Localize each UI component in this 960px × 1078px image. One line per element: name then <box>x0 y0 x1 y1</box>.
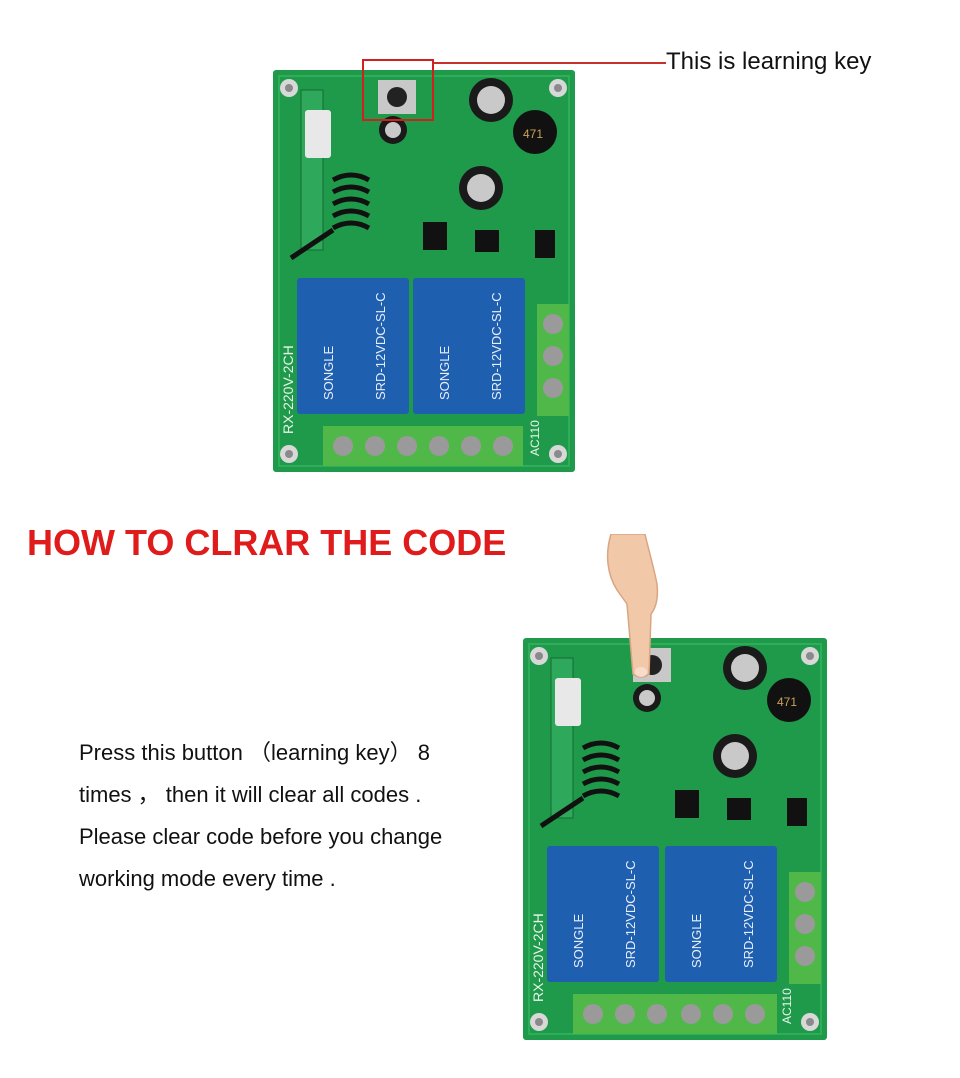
ac-label: AC110 <box>528 420 542 456</box>
relay-brand-1: SONGLE <box>571 913 586 968</box>
inductor-label: 471 <box>523 127 543 141</box>
relay-model-1: SRD-12VDC-SL-C <box>623 860 638 968</box>
receiver-board-bottom: 471 SONGLE SRD-12VDC-SL-C SONGLE SRD-12V… <box>523 638 827 1040</box>
relay-brand-2: SONGLE <box>689 913 704 968</box>
ac-label: AC110 <box>780 988 794 1024</box>
receiver-board-top: 471 SONGLE SRD-12VDC-SL-C SONGLE SRD-12V… <box>273 70 575 472</box>
instruction-line: Press this button （learning key） 8 <box>79 740 430 765</box>
callout-line <box>434 62 666 64</box>
pointing-finger-icon <box>606 534 659 678</box>
section-title: HOW TO CLRAR THE CODE <box>27 522 507 563</box>
instruction-line: Please clear code before you change <box>79 824 443 849</box>
instructions-text: Press this button （learning key） 8 times… <box>79 732 499 900</box>
relay-brand-1: SONGLE <box>321 345 336 400</box>
board-model-label: RX-220V-2CH <box>530 913 546 1002</box>
relay-model-1: SRD-12VDC-SL-C <box>373 292 388 400</box>
relay-brand-2: SONGLE <box>437 345 452 400</box>
board-model-label: RX-220V-2CH <box>280 345 296 434</box>
inductor-label: 471 <box>777 695 797 709</box>
learning-key-highlight <box>362 59 434 121</box>
relay-model-2: SRD-12VDC-SL-C <box>741 860 756 968</box>
relay-model-2: SRD-12VDC-SL-C <box>489 292 504 400</box>
instruction-line: times ， then it will clear all codes . <box>79 782 422 807</box>
instruction-line: working mode every time . <box>79 866 336 891</box>
learning-key-callout: This is learning key <box>666 48 872 75</box>
